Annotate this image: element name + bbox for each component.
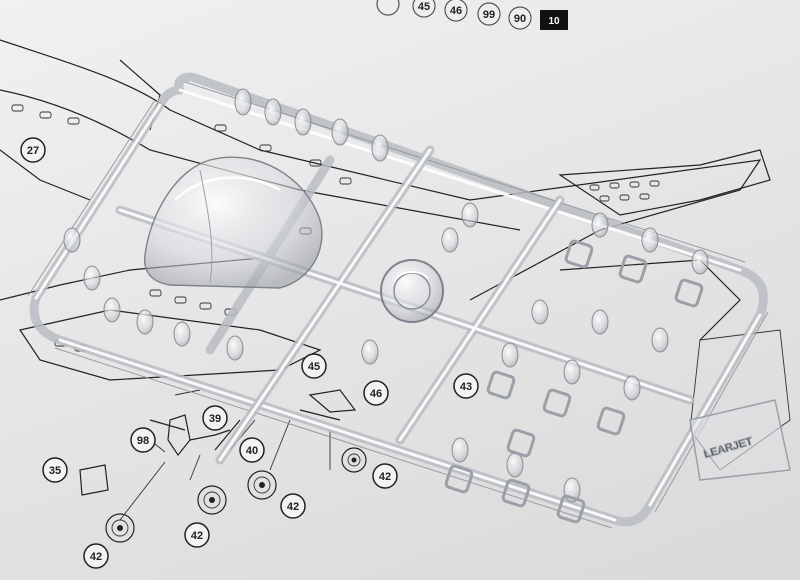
step-number-badge: 10	[540, 10, 568, 30]
svg-text:98: 98	[137, 435, 149, 447]
part-callout: 46	[363, 380, 389, 406]
canopy-part	[143, 156, 323, 289]
clear-part-lens	[63, 88, 709, 503]
part-callout: 42	[83, 543, 109, 569]
clear-parts-sprue	[27, 72, 769, 529]
header-callout: 90	[508, 6, 532, 30]
svg-text:39: 39	[209, 413, 221, 425]
svg-text:99: 99	[483, 9, 495, 21]
part-callout: 35	[42, 457, 68, 483]
svg-text:42: 42	[90, 551, 102, 563]
part-callout: 43	[453, 373, 479, 399]
svg-text:42: 42	[379, 471, 391, 483]
svg-text:35: 35	[49, 465, 61, 477]
svg-text:27: 27	[27, 145, 39, 157]
clear-part-frame	[444, 239, 704, 524]
round-lens-part	[380, 259, 444, 323]
header-callout: 45	[412, 0, 436, 18]
wheel-part	[197, 485, 227, 515]
part-callout: 42	[280, 493, 306, 519]
wheel-part	[105, 513, 135, 543]
part-callout: 42	[184, 522, 210, 548]
svg-text:10: 10	[548, 16, 560, 27]
window-row	[589, 180, 660, 202]
header-callout: 46	[444, 0, 468, 22]
svg-text:90: 90	[514, 13, 526, 25]
clear-stand-part: LEARJET	[689, 399, 791, 481]
part-callout: 98	[130, 427, 156, 453]
svg-text:42: 42	[287, 501, 299, 513]
svg-text:40: 40	[246, 445, 258, 457]
part-callout: 40	[239, 437, 265, 463]
aircraft-line-drawing	[0, 39, 791, 471]
part-callout: 42	[372, 463, 398, 489]
part-callout: 39	[202, 405, 228, 431]
landing-gear-diagram	[79, 389, 367, 543]
svg-text:46: 46	[450, 5, 462, 17]
svg-text:45: 45	[418, 1, 430, 13]
svg-text:46: 46	[370, 388, 382, 400]
wheel-part	[341, 447, 367, 473]
wheel-part	[247, 470, 277, 500]
header-callout	[376, 0, 400, 16]
header-callout: 99	[477, 2, 501, 26]
part-callout: 27	[20, 137, 46, 163]
part-callout: 45	[301, 353, 327, 379]
svg-text:42: 42	[191, 530, 203, 542]
svg-text:43: 43	[460, 381, 472, 393]
svg-text:45: 45	[308, 361, 320, 373]
